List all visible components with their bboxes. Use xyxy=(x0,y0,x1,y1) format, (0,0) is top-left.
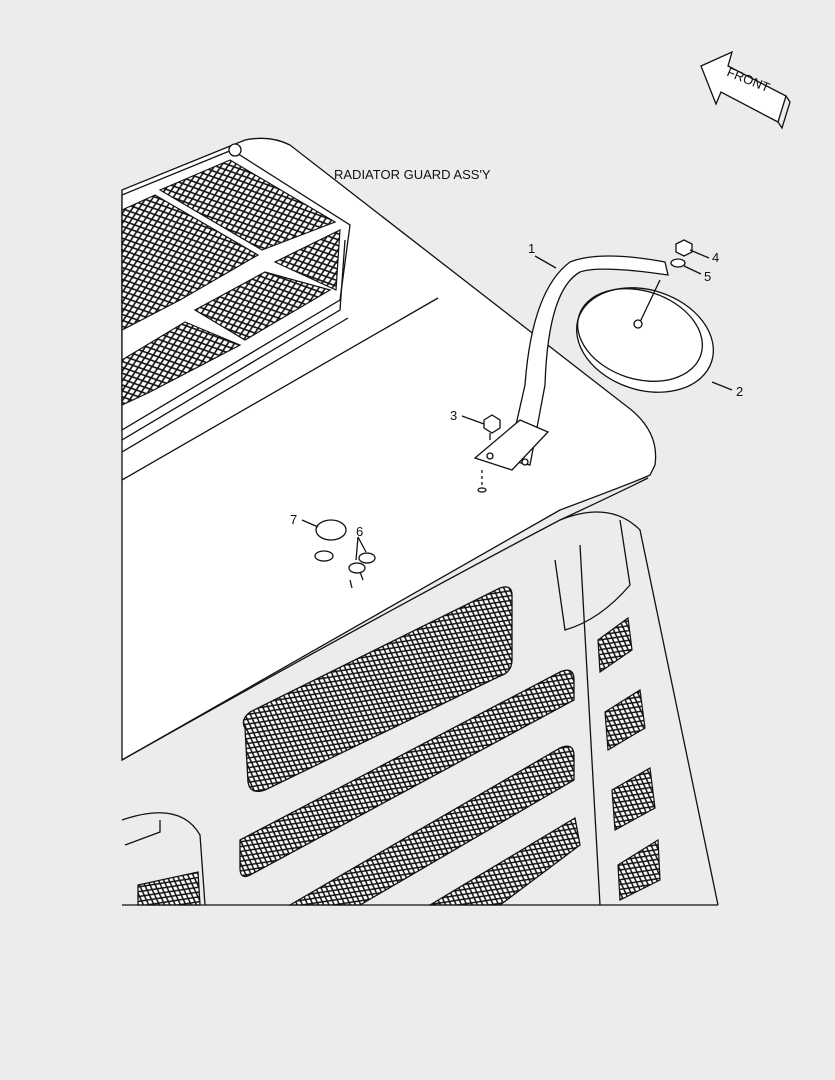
part-cap xyxy=(314,519,347,562)
callout-4: 4 xyxy=(712,250,719,265)
front-grille xyxy=(121,511,719,906)
callout-1: 1 xyxy=(528,241,535,256)
assembly-title: RADIATOR GUARD ASS'Y xyxy=(334,167,491,182)
callout-labels: 1 2 3 4 5 6 7 xyxy=(290,241,743,539)
radiator-guard xyxy=(121,143,351,453)
callout-2: 2 xyxy=(736,384,743,399)
callout-5: 5 xyxy=(704,269,711,284)
part-mirror xyxy=(576,279,714,393)
front-direction-arrow: FRONT xyxy=(700,50,791,130)
callout-leaders xyxy=(301,249,733,561)
part-plugs xyxy=(348,552,376,589)
part-nut-washer xyxy=(670,239,693,268)
part-bolt xyxy=(477,414,501,493)
callout-3: 3 xyxy=(450,408,457,423)
callout-6: 6 xyxy=(356,524,363,539)
callout-7: 7 xyxy=(290,512,297,527)
part-mirror-stay xyxy=(473,255,669,471)
